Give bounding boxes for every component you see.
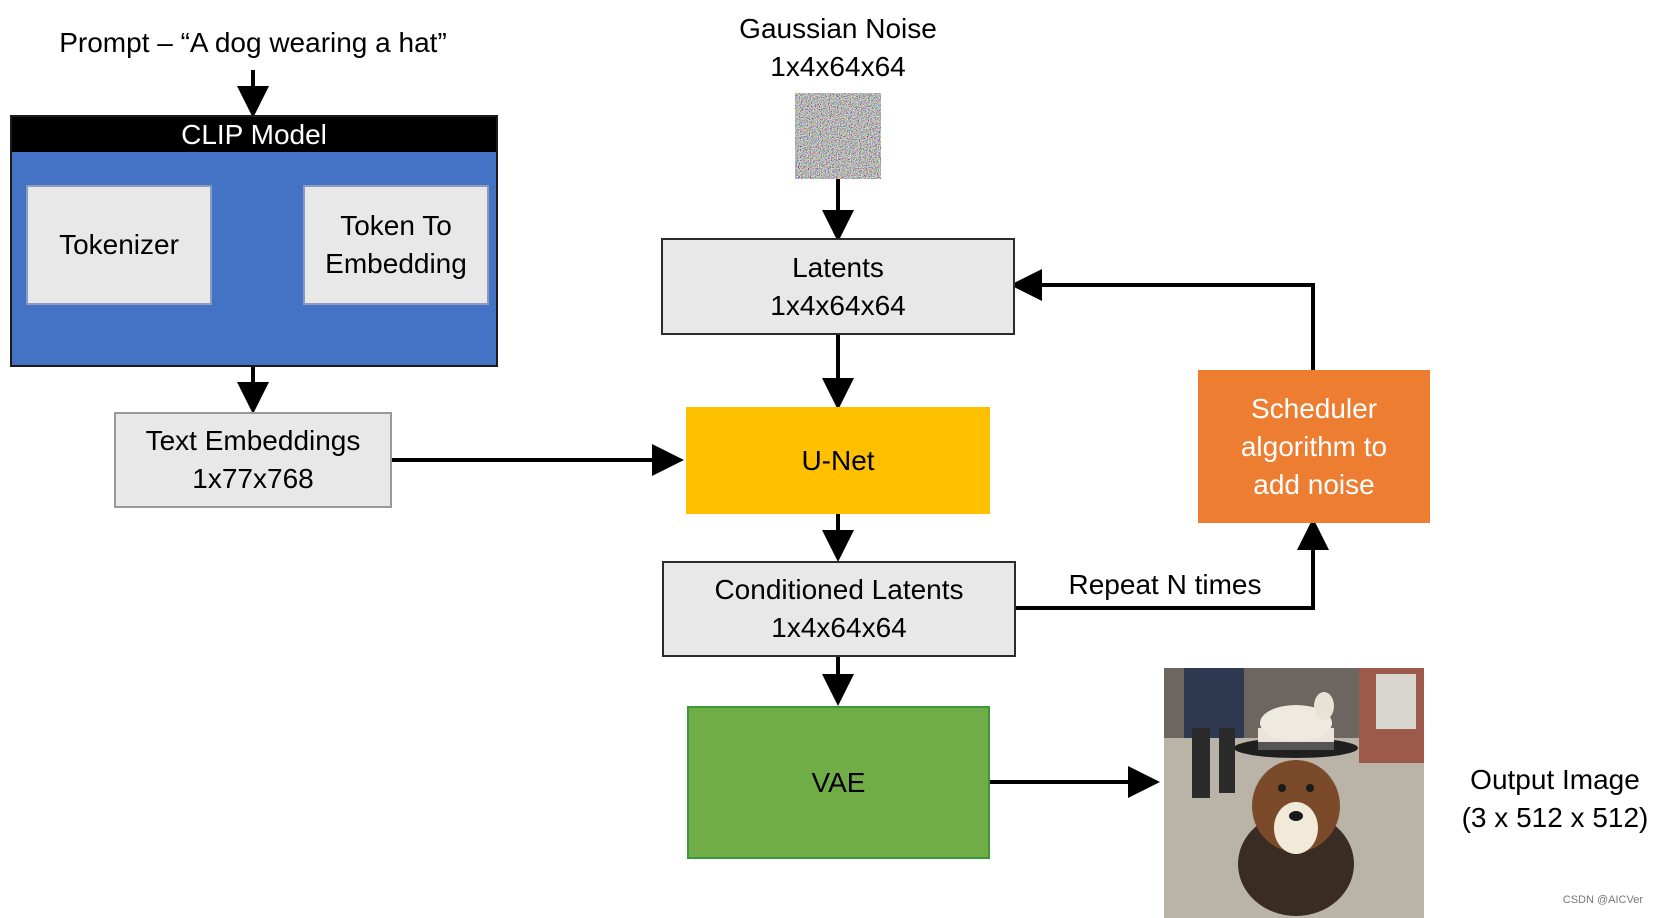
- conditioned-latents-shape: 1x4x64x64: [771, 612, 907, 643]
- output-label: Output Image (3 x 512 x 512): [1449, 761, 1655, 837]
- tokenizer-label: Tokenizer: [59, 229, 179, 260]
- output-title: Output Image: [1470, 764, 1640, 795]
- gaussian-noise-label: Gaussian Noise 1x4x64x64: [698, 10, 978, 86]
- unet-label: U-Net: [801, 444, 875, 476]
- scheduler-box: Scheduler algorithm to add noise: [1198, 370, 1430, 523]
- tokenizer-box: Tokenizer: [26, 185, 212, 305]
- latents-title: Latents: [792, 251, 884, 283]
- output-shape: (3 x 512 x 512): [1461, 802, 1649, 833]
- output-image: [1164, 668, 1424, 918]
- text-embeddings-shape: 1x77x768: [192, 463, 314, 494]
- token-to-embedding-line-2: Embedding: [325, 248, 467, 279]
- scheduler-line-3: add noise: [1253, 468, 1375, 500]
- watermark: CSDN @AICVer: [1562, 894, 1643, 906]
- repeat-label: Repeat N times: [1068, 569, 1262, 600]
- scheduler-line-1: Scheduler: [1250, 392, 1378, 424]
- clip-model-title: CLIP Model: [12, 117, 496, 152]
- arrow-conditioned-to-scheduler: [1015, 518, 1329, 610]
- latents-box: Latents 1x4x64x64: [661, 238, 1015, 335]
- text-embeddings-box: Text Embeddings 1x77x768: [114, 412, 392, 508]
- conditioned-latents-box: Conditioned Latents 1x4x64x64: [662, 561, 1016, 657]
- gaussian-noise-title: Gaussian Noise: [739, 13, 937, 44]
- clip-model-block: CLIP Model Tokenizer Token To Embedding: [10, 115, 498, 367]
- arrow-scheduler-to-latents: [1010, 269, 1315, 370]
- latents-shape: 1x4x64x64: [770, 289, 906, 321]
- gaussian-noise-shape: 1x4x64x64: [770, 51, 906, 82]
- text-embeddings-title: Text Embeddings: [145, 425, 361, 456]
- gaussian-noise-image: [795, 93, 881, 179]
- vae-label: VAE: [811, 766, 866, 798]
- token-to-embedding-line-1: Token To: [340, 210, 452, 241]
- conditioned-latents-title: Conditioned Latents: [714, 574, 964, 605]
- token-to-embedding-box: Token To Embedding: [303, 185, 489, 305]
- scheduler-line-2: algorithm to: [1240, 430, 1388, 462]
- prompt-label: Prompt – “A dog wearing a hat”: [59, 27, 447, 58]
- vae-box: VAE: [687, 706, 990, 859]
- unet-box: U-Net: [686, 407, 990, 514]
